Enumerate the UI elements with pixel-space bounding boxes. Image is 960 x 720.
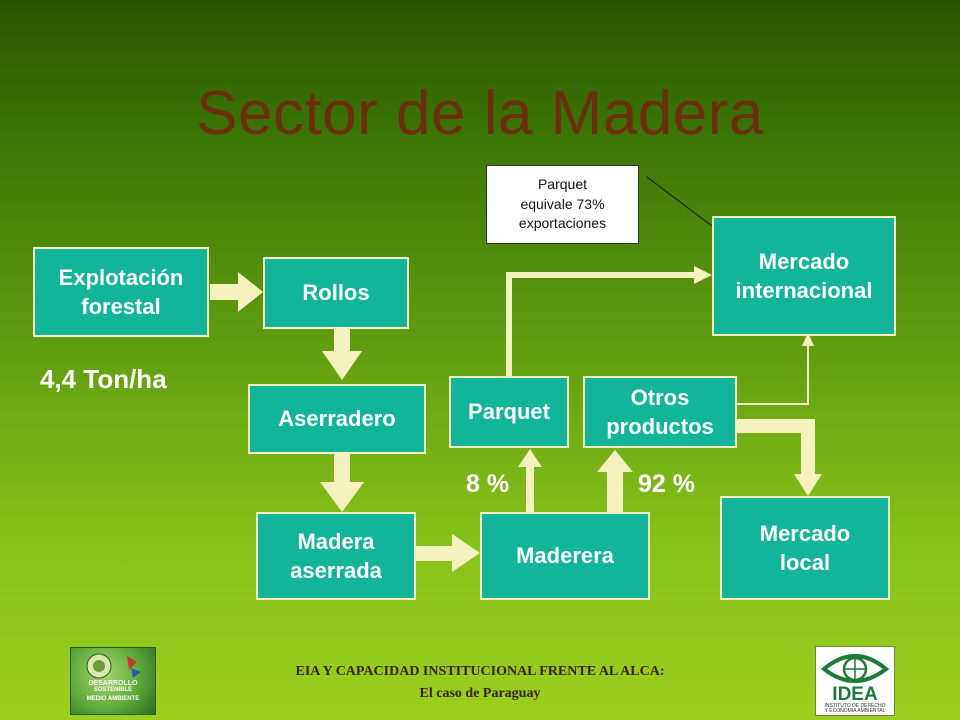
logo-right-text-3: Y ECONOMIA AMBIENTAL [824, 708, 886, 715]
box-rollos: Rollos [263, 257, 409, 329]
arrow-parquet-to-internacional [506, 266, 712, 376]
logo-left-text-2: SOSTENIBLE [93, 687, 133, 694]
box-local-line2: local [779, 550, 831, 575]
oas-emblem-icon [86, 653, 141, 679]
arrow-madera-to-maderera [416, 534, 480, 572]
logo-right-text-2: INSTITUTO DE DERECHO [824, 703, 886, 709]
box-madera-line2: aserrada [290, 558, 382, 583]
arrow-otros-to-internacional [737, 333, 814, 405]
box-explotacion-line2: forestal [81, 294, 161, 319]
box-local-line1: Mercado [759, 520, 851, 546]
arrow-otros-to-local [737, 419, 822, 496]
box-parquet-label: Parquet [468, 399, 550, 425]
pct-parquet-label: 8 % [466, 470, 510, 498]
idea-logo: IDEA INSTITUTO DE DERECHO Y ECONOMIA AMB… [815, 646, 895, 716]
arrow-maderera-to-parquet [518, 449, 542, 513]
pct-otros-label: 92 % [638, 470, 695, 498]
footer-line2: El caso de Paraguay [419, 686, 541, 701]
box-explotacion-line1: Explotación [58, 264, 184, 290]
footer-line1: EIA Y CAPACIDAD INSTITUCIONAL FRENTE AL … [295, 664, 665, 679]
parquet-note: Parquet equivale 73% exportaciones [486, 165, 639, 244]
arrow-rollos-to-aserradero [322, 329, 362, 380]
box-mercado-local: Mercado local [720, 496, 890, 600]
box-internacional-line2: internacional [735, 278, 873, 303]
box-explotacion-forestal: Explotación forestal [33, 247, 209, 337]
box-maderera-label: Maderera [516, 543, 614, 569]
eye-globe-icon [820, 654, 890, 683]
desarrollo-sostenible-logo: DESARROLLO SOSTENIBLE MEDIO AMBIENTE [70, 647, 156, 715]
box-otros-line2: productos [606, 414, 714, 439]
slide-title: Sector de la Madera [196, 79, 764, 148]
note-line1: Parquet [537, 176, 588, 193]
logo-left-text-1: DESARROLLO [88, 680, 138, 687]
box-madera-line1: Madera [297, 528, 375, 554]
box-otros-productos: Otros productos [583, 376, 737, 448]
box-internacional-line1: Mercado [758, 248, 850, 274]
box-aserradero-label: Aserradero [278, 406, 396, 432]
box-rollos-label: Rollos [302, 280, 370, 306]
logo-right-idea-text: IDEA [832, 684, 878, 705]
logo-left-text-3: MEDIO AMBIENTE [86, 695, 140, 702]
arrow-maderera-to-otros [597, 450, 633, 513]
callout-line [646, 176, 713, 227]
yield-label: 4,4 Ton/ha [40, 364, 167, 394]
box-madera-aserrada: Madera aserrada [256, 512, 416, 600]
note-line3: exportaciones [518, 215, 607, 232]
arrow-aserradero-to-madera [320, 454, 364, 512]
note-line2: equivale 73% [520, 195, 605, 212]
box-otros-line1: Otros [630, 384, 690, 410]
arrow-explotacion-to-rollos [210, 272, 263, 312]
box-mercado-internacional: Mercado internacional [712, 216, 896, 336]
box-parquet: Parquet [449, 376, 569, 448]
box-aserradero: Aserradero [248, 384, 426, 454]
box-maderera: Maderera [480, 512, 650, 600]
